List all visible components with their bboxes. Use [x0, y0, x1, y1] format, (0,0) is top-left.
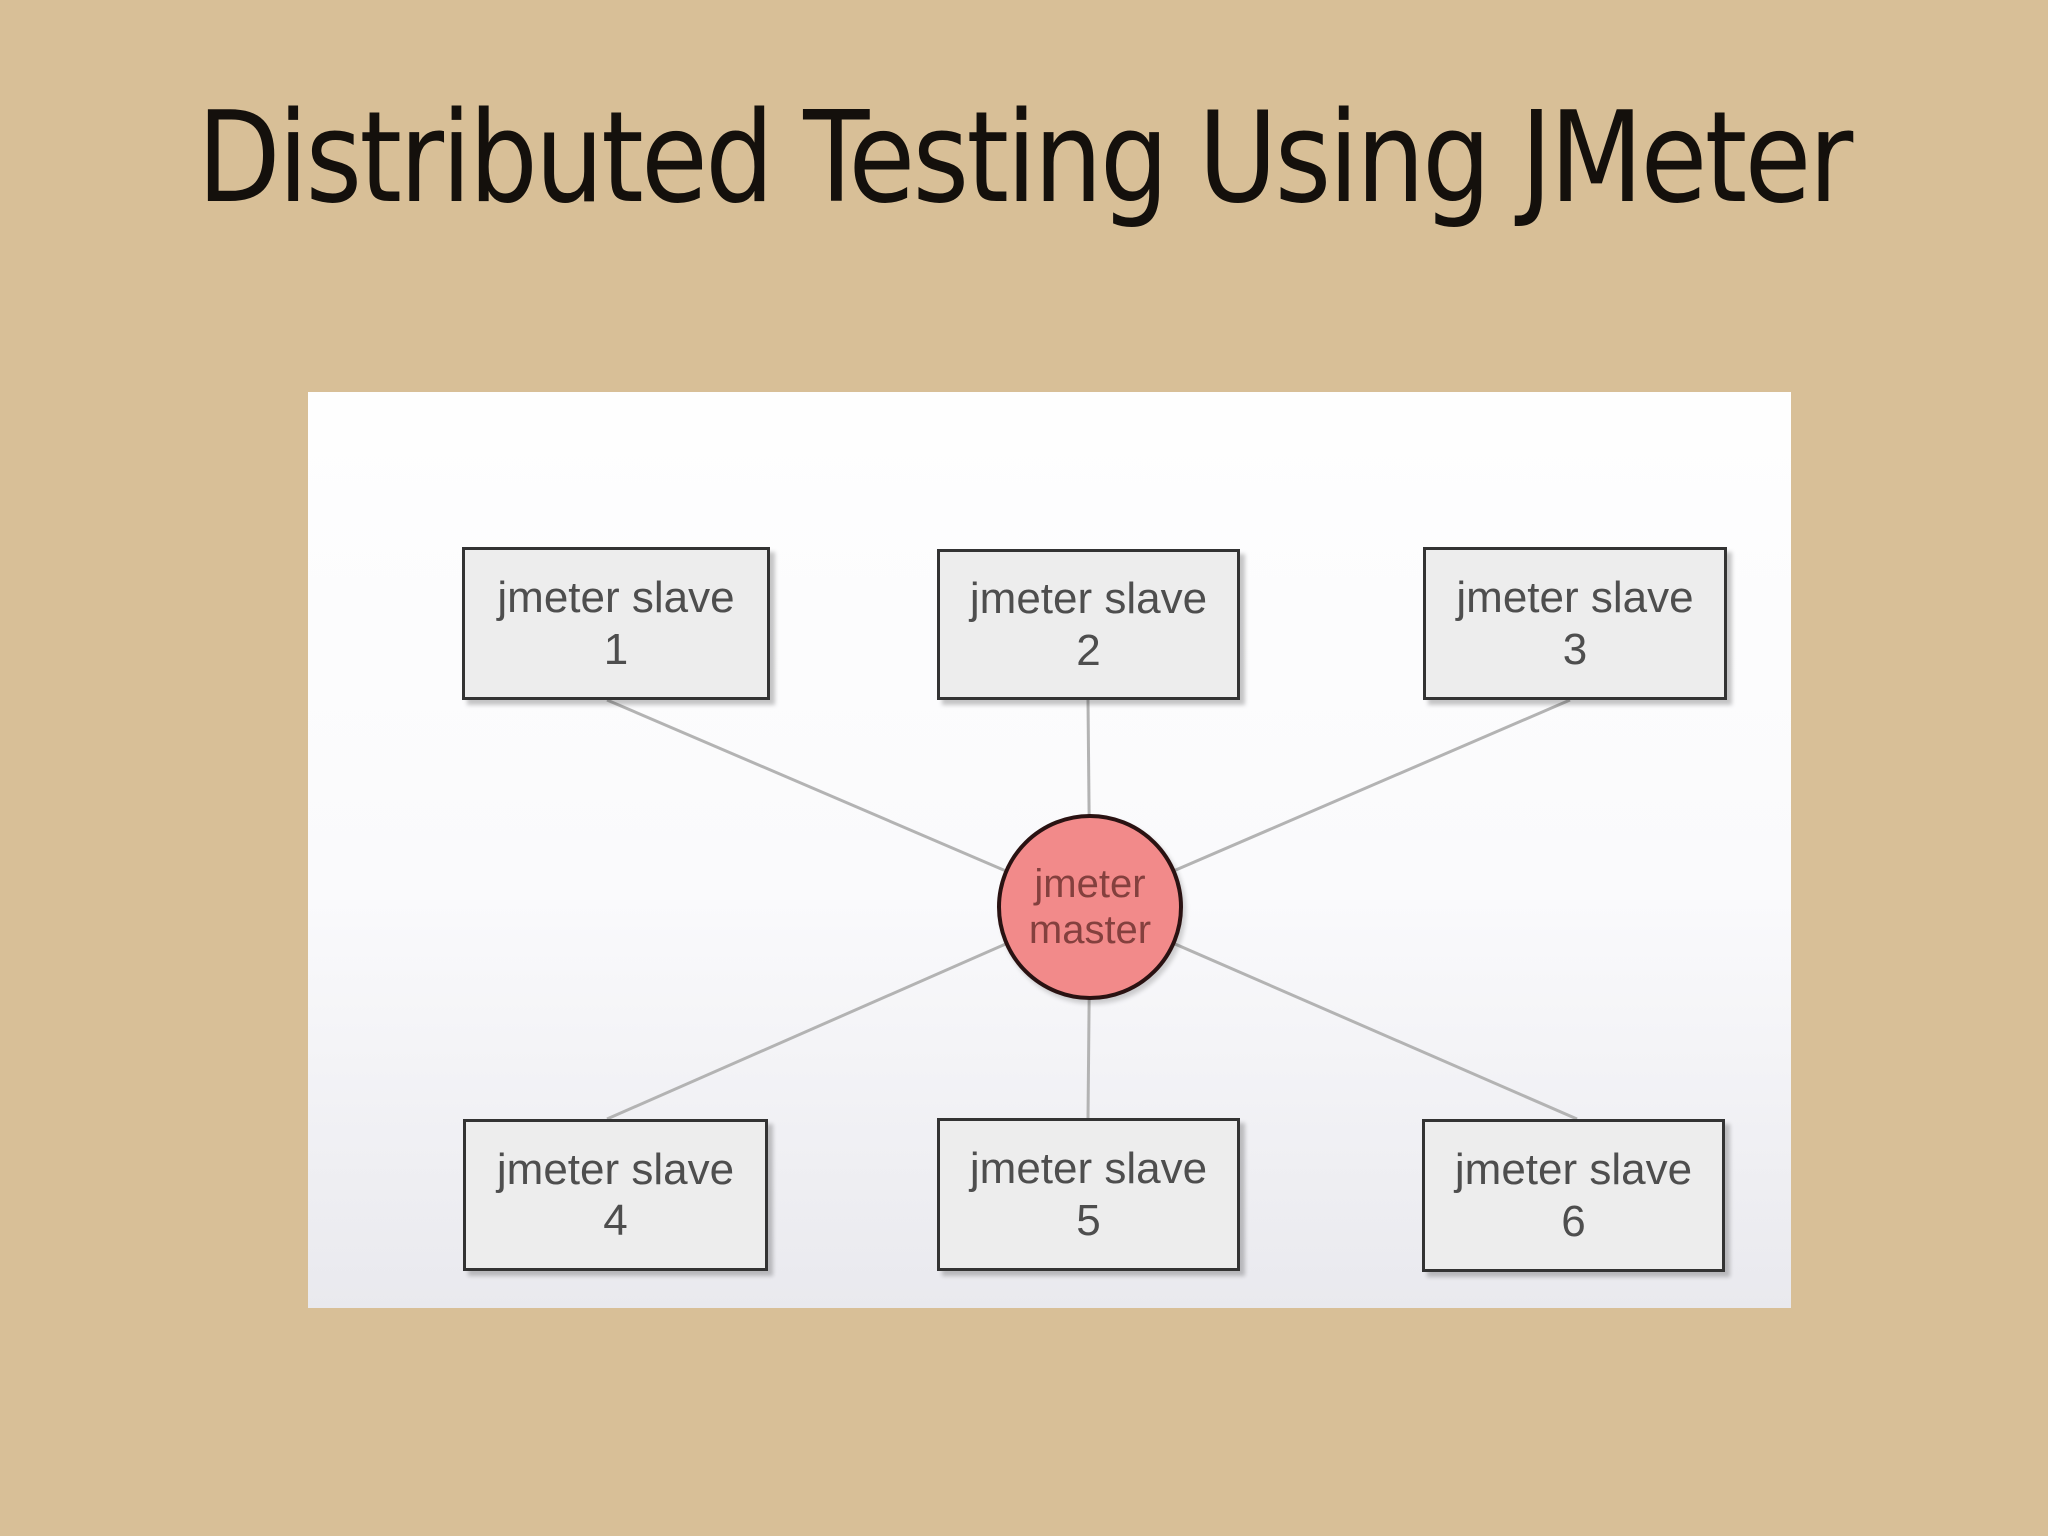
- node-label: jmeter slave: [497, 573, 735, 623]
- node-number: 4: [603, 1196, 628, 1245]
- node-number: 1: [603, 624, 629, 674]
- node-label: jmeter slave: [969, 1144, 1208, 1194]
- node-jmeter-slave-1: jmeter slave 1: [462, 547, 770, 700]
- node-number: 6: [1561, 1196, 1586, 1246]
- slide-title: Distributed Testing Using JMeter: [197, 84, 1853, 231]
- node-label: jmeter slave: [1456, 573, 1694, 623]
- node-jmeter-slave-2: jmeter slave 2: [937, 549, 1240, 700]
- node-label: jmeter slave: [496, 1144, 735, 1194]
- node-jmeter-slave-4: jmeter slave 4: [463, 1119, 768, 1271]
- node-label: jmeter slave: [1454, 1145, 1693, 1195]
- node-number: 2: [1076, 625, 1101, 675]
- node-jmeter-slave-6: jmeter slave 6: [1422, 1119, 1725, 1272]
- diagram-panel: jmeter slave 1 jmeter slave 2 jmeter sla…: [308, 392, 1791, 1308]
- node-number: 3: [1562, 624, 1588, 674]
- node-jmeter-slave-5: jmeter slave 5: [937, 1118, 1240, 1271]
- node-jmeter-slave-3: jmeter slave 3: [1423, 547, 1727, 700]
- node-jmeter-master: jmeter master: [997, 814, 1183, 1000]
- master-label-line1: jmeter: [1034, 862, 1146, 906]
- master-label-line2: master: [1028, 908, 1152, 952]
- node-number: 5: [1076, 1195, 1101, 1245]
- node-label: jmeter slave: [969, 574, 1208, 624]
